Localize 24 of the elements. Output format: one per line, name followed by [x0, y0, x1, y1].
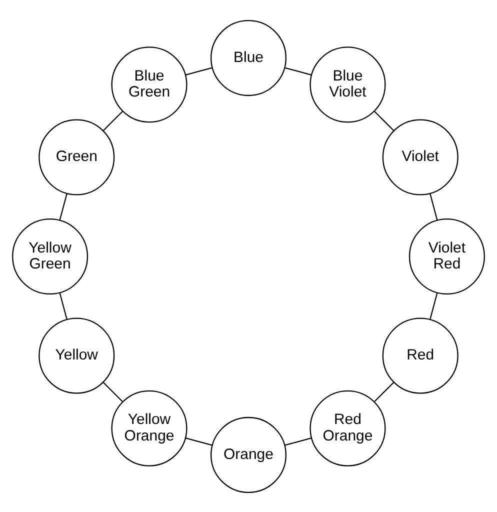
connector: [430, 193, 438, 220]
connector: [59, 292, 68, 319]
connector: [59, 193, 68, 220]
node-circle: Blue: [210, 20, 287, 96]
node-circle: Red Orange: [310, 390, 386, 466]
connector: [102, 381, 124, 402]
node-circle: Blue Violet: [310, 46, 386, 122]
connector: [102, 110, 124, 131]
connector: [186, 66, 212, 75]
node-circle: Yellow Green: [12, 218, 88, 294]
connector: [374, 381, 394, 402]
node-circle: Blue Green: [111, 46, 188, 122]
node-circle: Green: [38, 118, 115, 195]
connector: [374, 110, 394, 131]
connector: [284, 66, 312, 75]
node-circle: Red: [382, 317, 458, 394]
node-circle: Violet Red: [408, 218, 485, 294]
node-circle: Yellow Orange: [111, 390, 188, 466]
connector: [430, 292, 438, 319]
node-circle: Violet: [382, 118, 458, 195]
connector: [186, 437, 212, 446]
node-circle: Yellow: [38, 317, 115, 394]
connector: [284, 437, 312, 446]
node-circle: Orange: [210, 416, 287, 492]
